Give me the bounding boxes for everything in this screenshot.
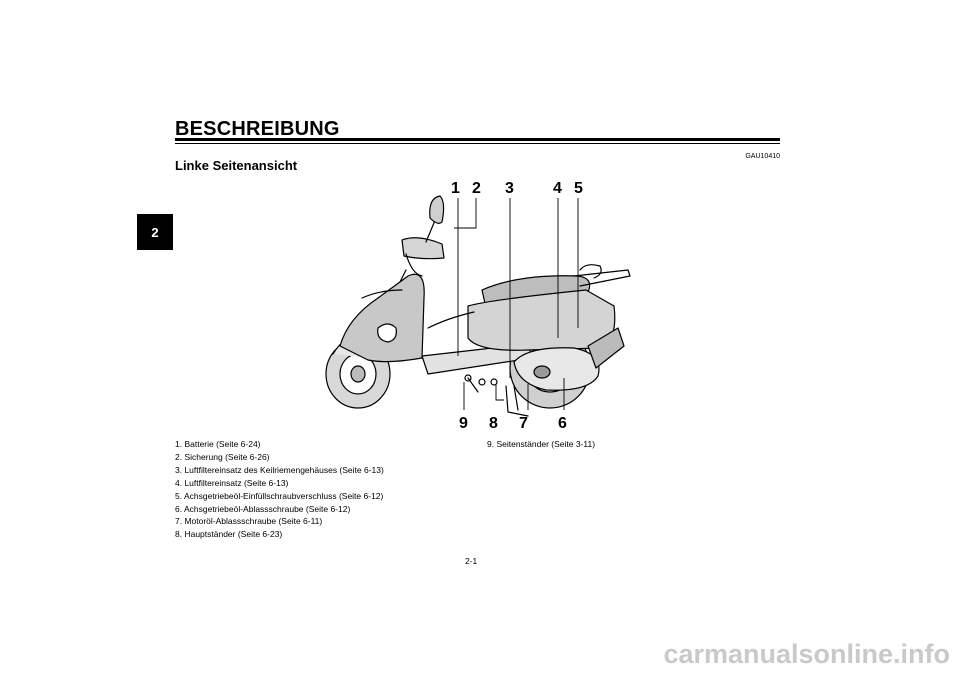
legend-item: 5. Achsgetriebeöl-Einfüllschraubverschlu… [175, 490, 384, 501]
callout-4: 4 [553, 180, 562, 197]
legend-item: 6. Achsgetriebeöl-Ablassschraube (Seite … [175, 503, 351, 514]
callout-2: 2 [472, 180, 481, 197]
scooter-illustration [325, 195, 631, 417]
parts-legend: 1. Batterie (Seite 6-24) 2. Sicherung (S… [175, 438, 384, 541]
parts-legend-continued: 9. Seitenständer (Seite 3-11) [487, 438, 595, 451]
page-number: 2-1 [465, 556, 478, 566]
callout-9: 9 [459, 415, 468, 432]
legend-item: 3. Luftfiltereinsatz des Keilriemengehäu… [175, 464, 384, 475]
title-rule-thin [175, 143, 780, 144]
legend-item: 2. Sicherung (Seite 6-26) [175, 451, 270, 462]
legend-item: 4. Luftfiltereinsatz (Seite 6-13) [175, 477, 289, 488]
callout-8: 8 [489, 415, 498, 432]
legend-item: 8. Hauptständer (Seite 6-23) [175, 529, 283, 540]
callout-6: 6 [558, 415, 567, 432]
legend-item: 1. Batterie (Seite 6-24) [175, 439, 261, 449]
section-title: Linke Seitenansicht [175, 158, 298, 173]
callout-5: 5 [574, 180, 583, 197]
legend-item: 7. Motoröl-Ablassschraube (Seite 6-11) [175, 516, 323, 527]
callout-3: 3 [505, 180, 514, 197]
section-code: GAU10410 [745, 153, 780, 160]
legend-item: 9. Seitenständer (Seite 3-11) [487, 439, 596, 449]
title-rule [175, 138, 780, 141]
chapter-tab: 2 [137, 214, 173, 250]
callout-1: 1 [451, 180, 460, 197]
callout-7: 7 [519, 415, 528, 432]
watermark: carmanualsonline.info [663, 639, 950, 669]
page-title: BESCHREIBUNG [175, 118, 340, 140]
